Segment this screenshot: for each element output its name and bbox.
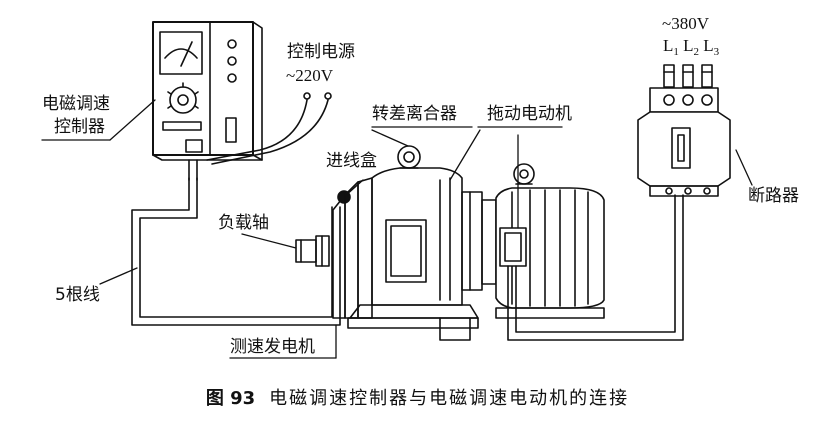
coupling <box>461 191 497 291</box>
slip-clutch-label: 转差离合器 <box>372 104 457 124</box>
meter-icon <box>159 31 203 75</box>
breaker-label: 断路器 <box>748 186 799 206</box>
phase-l3-sub: 3 <box>713 46 720 58</box>
circuit-breaker <box>637 64 731 197</box>
phase-l2: L <box>683 36 694 55</box>
load-shaft <box>295 235 330 267</box>
controller-box <box>152 21 263 181</box>
power-voltage-label: ~220V <box>286 66 333 85</box>
drive-motor-label: 拖动电动机 <box>487 104 572 124</box>
five-wire-cable <box>131 177 341 326</box>
power-wires <box>206 92 332 165</box>
drive-motor <box>495 163 605 319</box>
controller-label-line1: 电磁调速 <box>42 94 110 114</box>
junction-box-label: 进线盒 <box>326 151 377 171</box>
phase-l3: L <box>703 36 714 55</box>
five-wires-label: 5根线 <box>55 285 100 305</box>
controller-label-line2: 控制器 <box>54 117 105 137</box>
slip-clutch <box>332 145 479 341</box>
tacho-generator-label: 测速发电机 <box>230 337 315 357</box>
load-shaft-label: 负载轴 <box>218 213 269 233</box>
phase-l1-sub: 1 <box>673 46 679 58</box>
motor-power-cable <box>507 194 684 341</box>
power-control-label: 控制电源 <box>287 42 355 62</box>
phase-l1: L <box>663 36 674 55</box>
phase-labels: L1 L2 L3 <box>663 36 719 62</box>
knob-icon <box>167 82 199 114</box>
caption-text: 电磁调速控制器与电磁调速电动机的连接 <box>269 388 630 409</box>
supply-voltage-label: ~380V <box>662 14 709 33</box>
caption-number: 图 93 <box>205 388 256 409</box>
figure-caption: 图 93 电磁调速控制器与电磁调速电动机的连接 <box>0 384 835 410</box>
phase-l2-sub: 2 <box>693 46 700 58</box>
